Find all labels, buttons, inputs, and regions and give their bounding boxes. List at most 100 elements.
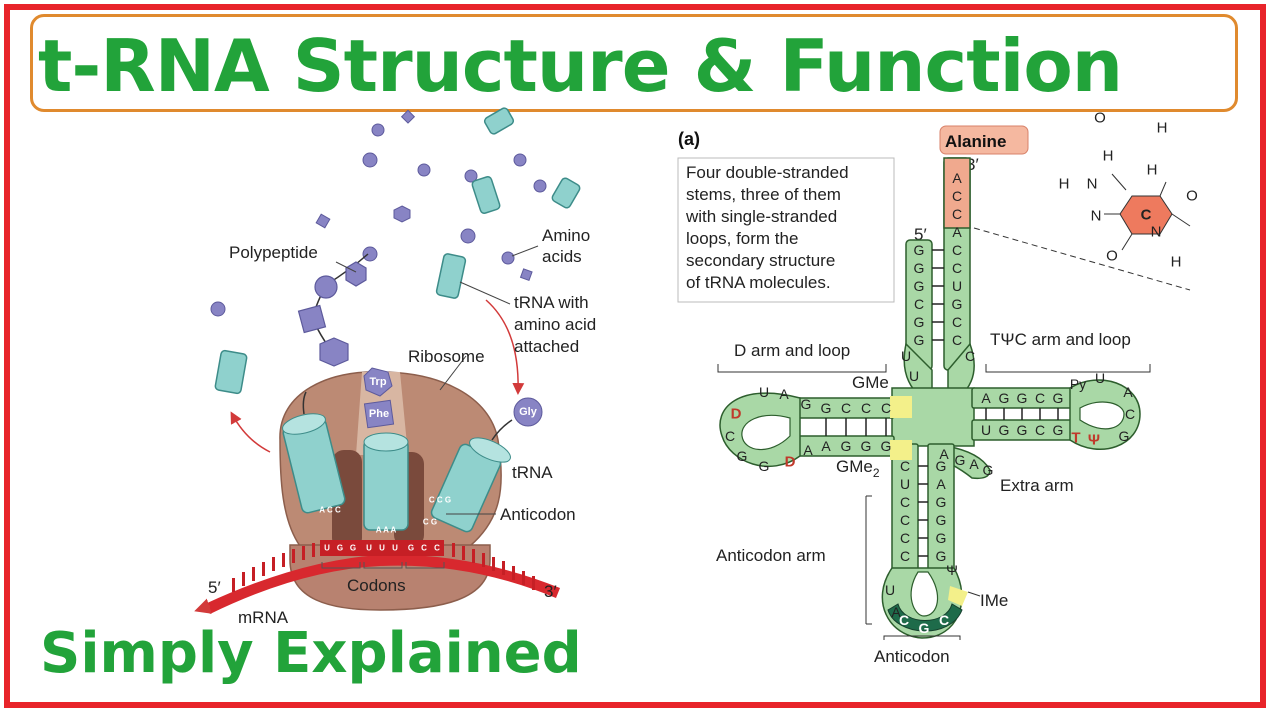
t-arm-bases: A G G C G U G G C G Py U A C G T Ψ bbox=[981, 370, 1135, 449]
residue-gly: Gly bbox=[513, 397, 543, 427]
gme-label: GMe bbox=[852, 373, 889, 392]
d-arm-label: D arm and loop bbox=[734, 341, 850, 360]
svg-text:C: C bbox=[952, 188, 962, 204]
gly-label: Gly bbox=[519, 406, 538, 418]
svg-text:A: A bbox=[779, 386, 789, 402]
svg-text:A: A bbox=[952, 224, 962, 240]
svg-text:G: G bbox=[821, 400, 832, 416]
caption-box bbox=[677, 157, 895, 303]
svg-text:G: G bbox=[408, 544, 414, 553]
svg-text:A: A bbox=[981, 390, 991, 406]
svg-text:A: A bbox=[936, 476, 946, 492]
cytosine-structure: C H H N H N O N H O O H bbox=[1059, 110, 1198, 271]
caption-text: Four double-stranded stems, three of the… bbox=[685, 163, 849, 292]
mrna-3prime: 3′ bbox=[544, 582, 557, 601]
pointer-line bbox=[973, 227, 1191, 291]
svg-text:D: D bbox=[785, 454, 796, 471]
outer-frame bbox=[4, 4, 1266, 708]
svg-text:C: C bbox=[952, 314, 962, 330]
polypeptide-label: Polypeptide bbox=[229, 243, 318, 262]
anticodon-segment bbox=[887, 603, 963, 632]
svg-text:U: U bbox=[885, 582, 895, 598]
svg-text:O: O bbox=[1106, 248, 1118, 265]
alanine-badge bbox=[939, 125, 1029, 155]
svg-text:G: G bbox=[737, 448, 748, 464]
svg-text:U: U bbox=[900, 476, 910, 492]
svg-text:C: C bbox=[899, 612, 909, 628]
gme2-label: GMe2 bbox=[836, 457, 880, 480]
svg-text:H: H bbox=[1103, 148, 1114, 165]
svg-text:G: G bbox=[1119, 428, 1130, 444]
free-trnas bbox=[214, 107, 581, 395]
d-arm-bases: G C C C A G G G G A U D C G G D A bbox=[725, 384, 892, 474]
svg-text:A: A bbox=[821, 438, 831, 454]
trna-left: A C C bbox=[282, 391, 346, 515]
svg-text:C: C bbox=[725, 428, 735, 444]
svg-text:A: A bbox=[939, 446, 949, 462]
trna-right: C C G bbox=[429, 419, 513, 533]
svg-text:O: O bbox=[1186, 188, 1198, 205]
trna-middle: A A A bbox=[363, 432, 409, 535]
anticodon-arm-label: Anticodon arm bbox=[716, 546, 826, 565]
svg-text:T: T bbox=[1071, 430, 1080, 447]
svg-text:A: A bbox=[1123, 384, 1133, 400]
svg-text:G: G bbox=[1017, 390, 1028, 406]
svg-text:G: G bbox=[983, 462, 994, 478]
svg-text:G: G bbox=[861, 438, 872, 454]
mrna-bases: U G G U U U G C C bbox=[324, 544, 440, 553]
svg-text:O: O bbox=[1094, 110, 1106, 127]
svg-text:secondary structure: secondary structure bbox=[686, 251, 835, 270]
loop-interiors bbox=[741, 401, 1125, 617]
svg-text:G: G bbox=[936, 530, 947, 546]
svg-text:U: U bbox=[981, 422, 991, 438]
svg-text:C: C bbox=[900, 458, 910, 474]
svg-text:G: G bbox=[801, 396, 812, 412]
svg-text:C: C bbox=[952, 332, 962, 348]
svg-text:C: C bbox=[434, 544, 440, 553]
svg-text:Four double-stranded: Four double-stranded bbox=[686, 163, 849, 182]
svg-text:U: U bbox=[901, 348, 911, 364]
svg-text:C: C bbox=[952, 242, 962, 258]
svg-text:U: U bbox=[366, 544, 372, 553]
svg-text:G: G bbox=[914, 278, 925, 294]
trna-label: tRNA bbox=[512, 463, 553, 482]
base-pair-rungs bbox=[825, 249, 1059, 557]
svg-text:U: U bbox=[392, 544, 398, 553]
svg-text:H: H bbox=[1157, 120, 1168, 137]
svg-text:H: H bbox=[1059, 176, 1070, 193]
phe-label: Phe bbox=[369, 408, 389, 420]
acceptor-bases: A C C G G G C G G A C C U G C C bbox=[914, 170, 963, 348]
residue-trp: Trp bbox=[363, 367, 393, 397]
svg-text:stems, three of them: stems, three of them bbox=[686, 185, 841, 204]
gme2-highlight bbox=[890, 440, 912, 460]
svg-text:G: G bbox=[936, 458, 947, 474]
svg-text:C: C bbox=[841, 400, 851, 416]
svg-text:G: G bbox=[1053, 422, 1064, 438]
svg-text:U: U bbox=[909, 368, 919, 384]
ime-label: IMe bbox=[980, 591, 1008, 610]
svg-text:G: G bbox=[841, 438, 852, 454]
svg-text:C: C bbox=[952, 260, 962, 276]
leader-lines bbox=[335, 245, 539, 515]
residue-phe: Phe bbox=[363, 399, 395, 429]
ime-highlight bbox=[948, 586, 968, 606]
svg-text:G: G bbox=[1017, 422, 1028, 438]
svg-text:G: G bbox=[919, 620, 930, 636]
extra-arm-label: Extra arm bbox=[1000, 476, 1074, 495]
ribosome-label: Ribosome bbox=[408, 347, 485, 366]
mrna-label: mRNA bbox=[238, 608, 289, 627]
trna-with-label: tRNA with bbox=[514, 293, 589, 312]
amino-acid-label: amino acid bbox=[514, 315, 596, 334]
polypeptide-chain bbox=[297, 253, 369, 367]
svg-text:C: C bbox=[900, 512, 910, 528]
svg-text:G: G bbox=[350, 544, 356, 553]
svg-text:N: N bbox=[1091, 208, 1102, 225]
svg-text:G: G bbox=[952, 296, 963, 312]
mrna-5prime: 5′ bbox=[208, 578, 221, 597]
svg-text:D: D bbox=[731, 406, 742, 423]
exit-arrow bbox=[230, 411, 271, 453]
svg-text:A: A bbox=[952, 170, 962, 186]
svg-text:C: C bbox=[952, 206, 962, 222]
svg-text:C: C bbox=[1035, 422, 1045, 438]
svg-text:C: C bbox=[965, 348, 975, 364]
